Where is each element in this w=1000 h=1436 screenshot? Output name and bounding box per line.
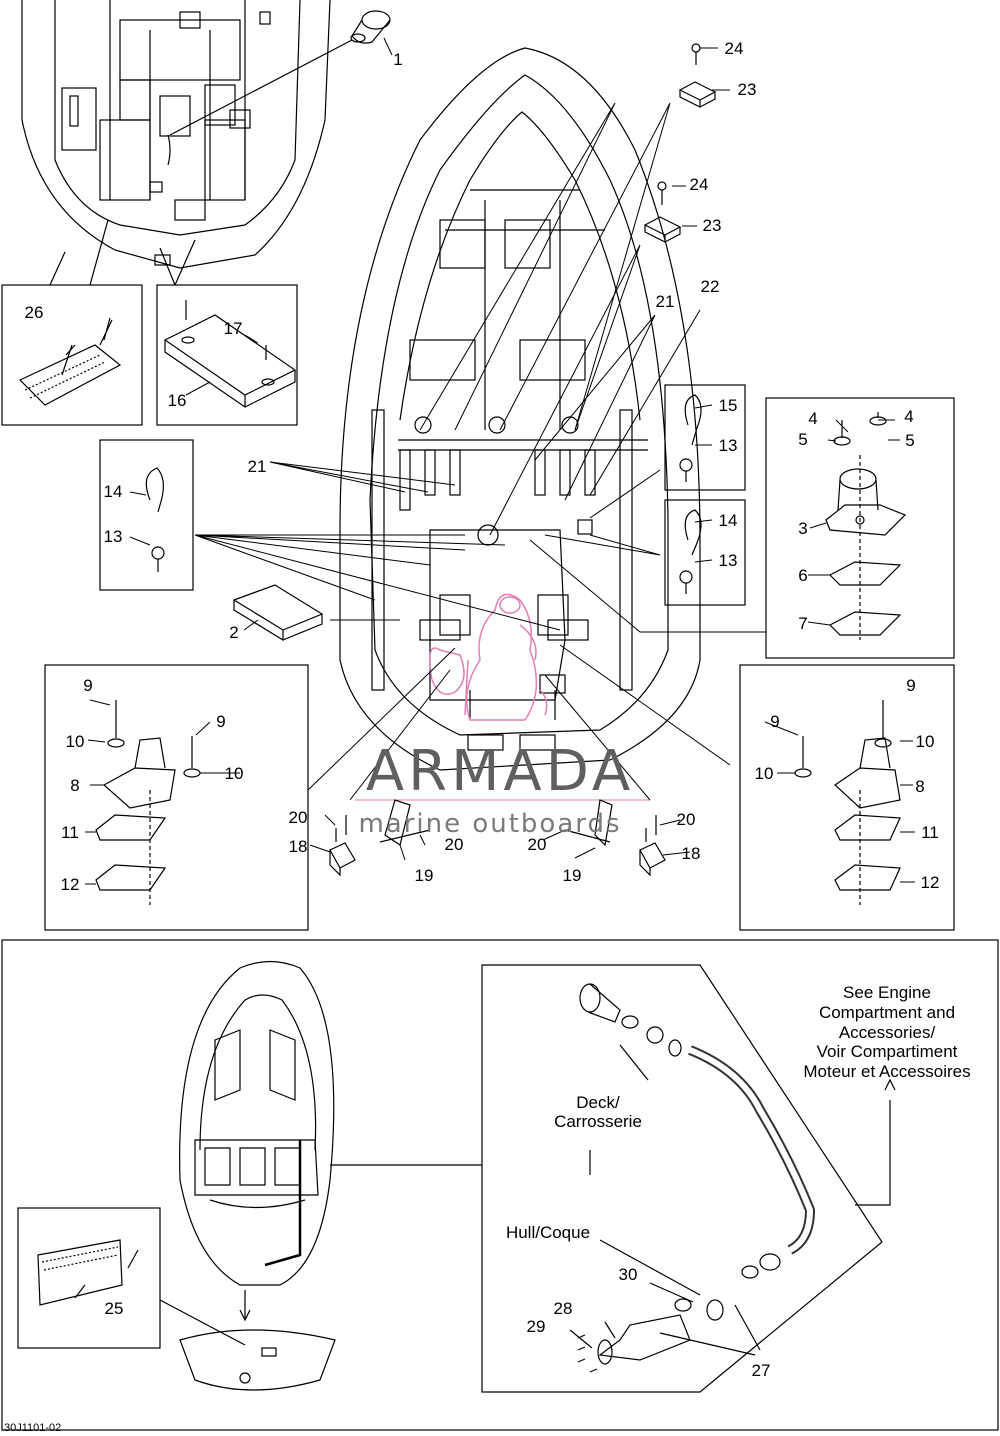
callout-9a: 9 [83, 676, 92, 695]
drain-hose-detail [330, 964, 896, 1393]
callout-18a: 18 [289, 837, 308, 856]
callout-22: 22 [701, 277, 720, 296]
callout-13b: 13 [719, 436, 738, 455]
see-engine-note-line3: Accessories/ [839, 1023, 936, 1042]
see-engine-note-line1: See Engine [843, 983, 931, 1002]
callout-23b: 23 [703, 216, 722, 235]
callout-27: 27 [752, 1361, 771, 1380]
callout-10b: 10 [225, 764, 244, 783]
callout-29: 29 [527, 1317, 546, 1336]
see-engine-note-line5: Moteur et Accessoires [803, 1062, 970, 1081]
callout-3: 3 [798, 519, 807, 538]
callout-9c: 9 [770, 712, 779, 731]
callout-19a: 19 [415, 866, 434, 885]
callout-13c: 13 [719, 551, 738, 570]
callout-2: 2 [229, 623, 238, 642]
bracket-set-right [564, 799, 666, 877]
tab-23-24-lower [643, 181, 682, 243]
callout-20a: 20 [289, 808, 308, 827]
callout-13a: 13 [104, 527, 123, 546]
callout-23a: 23 [738, 80, 757, 99]
hull-label: Hull/Coque [506, 1223, 590, 1242]
detail-box-13-14-right [664, 499, 746, 606]
callout-7: 7 [798, 614, 807, 633]
callout-9b: 9 [216, 712, 225, 731]
callout-12a: 12 [61, 875, 80, 894]
detail-box-26 [1, 219, 143, 426]
bottom-section [1, 939, 999, 1431]
callout-14b: 14 [719, 511, 738, 530]
callout-24a: 24 [725, 39, 744, 58]
callout-26: 26 [25, 303, 44, 322]
callout-21b: 21 [656, 292, 675, 311]
callout-10d: 10 [916, 732, 935, 751]
callout-11a: 11 [61, 823, 79, 842]
detail-box-3-7 [765, 397, 955, 659]
see-engine-note-line4: Voir Compartiment [817, 1042, 958, 1061]
callout-15: 15 [719, 396, 738, 415]
bracket-set-left [329, 799, 431, 877]
callout-leaders [85, 37, 915, 885]
callout-25: 25 [105, 1299, 124, 1318]
plug-part [169, 10, 391, 136]
callout-5b: 5 [905, 431, 914, 450]
watermark-tagline: marine outboards [358, 809, 621, 839]
detail-box-25 [17, 1207, 246, 1349]
see-engine-note-line2: Compartment and [819, 1003, 955, 1022]
top-left-hull-view [21, 0, 331, 269]
tab-23-24-upper [678, 43, 717, 108]
callout-18b: 18 [682, 844, 701, 863]
callout-4a: 4 [808, 409, 817, 428]
callout-6: 6 [798, 566, 807, 585]
callout-8a: 8 [70, 776, 79, 795]
callout-9d: 9 [906, 676, 915, 695]
detail-box-16-17 [156, 239, 298, 426]
callout-12b: 12 [921, 873, 940, 892]
callout-20c: 20 [528, 835, 547, 854]
callout-10a: 10 [66, 732, 85, 751]
callout-30: 30 [619, 1265, 638, 1284]
hull-leader-lines [194, 102, 766, 801]
callout-20d: 20 [677, 810, 696, 829]
callout-5a: 5 [798, 430, 807, 449]
callout-20b: 20 [445, 835, 464, 854]
callout-11b: 11 [921, 823, 939, 842]
detail-box-8-12-left [44, 664, 309, 931]
callout-24b: 24 [690, 175, 709, 194]
callout-10c: 10 [755, 764, 774, 783]
callout-8b: 8 [915, 777, 924, 796]
callout-16: 16 [168, 391, 187, 410]
pad-part-2 [232, 584, 324, 642]
detail-box-13-15 [664, 384, 746, 491]
watermark-brand: ARMADA [366, 739, 634, 804]
detail-box-13-14-left [99, 439, 194, 591]
deck-label-line1: Deck/ [576, 1093, 620, 1112]
callout-1: 1 [393, 50, 402, 69]
callout-21a: 21 [248, 457, 267, 476]
callout-28: 28 [554, 1299, 573, 1318]
reference-code: 30J1101-02 [4, 1422, 61, 1434]
deck-label-line2: Carrosserie [554, 1112, 642, 1131]
callout-4b: 4 [904, 407, 913, 426]
detail-box-8-12-right [739, 664, 955, 931]
callout-14a: 14 [104, 482, 123, 501]
main-hull [339, 47, 701, 771]
callout-numbers: 1 2 3 4 4 5 5 6 7 8 8 9 9 9 9 10 10 10 1… [25, 39, 940, 1380]
callout-17: 17 [224, 319, 243, 338]
callout-19b: 19 [563, 866, 582, 885]
